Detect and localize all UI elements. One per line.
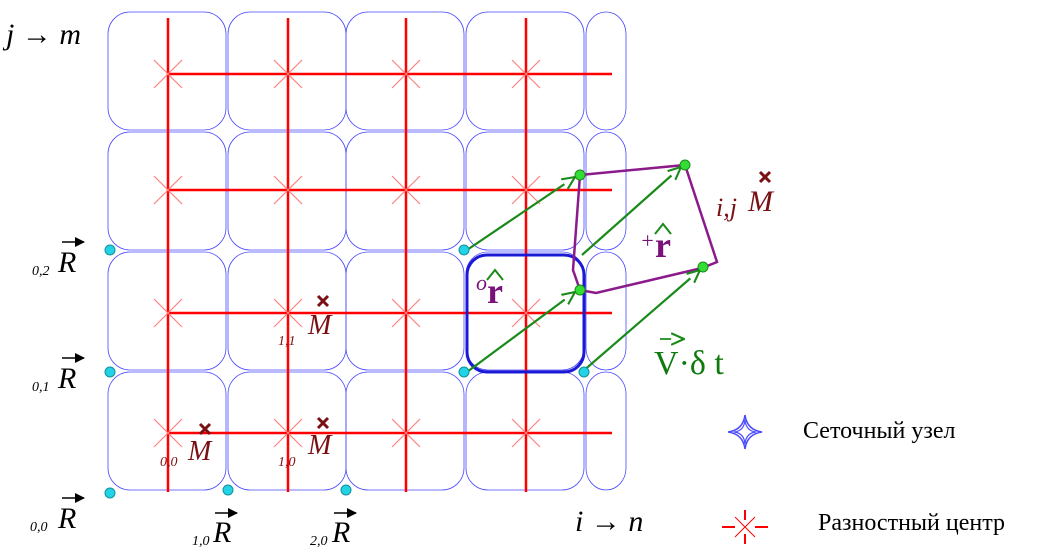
r-symbol-2-0: R [332, 516, 351, 549]
difference-center [273, 59, 303, 89]
grid-nodes [104, 244, 590, 499]
difference-center [273, 175, 303, 205]
velocity-symbol: V [654, 345, 679, 382]
r-subscript-0-0: 0,0 [30, 520, 48, 535]
highlighted-cell [465, 253, 586, 374]
difference-center-icon [722, 510, 768, 544]
r-old-prefix: o [476, 270, 487, 295]
difference-center [511, 418, 541, 448]
grid-node [104, 366, 116, 378]
grid-cells [107, 11, 627, 491]
hat [486, 268, 504, 281]
r-subscript-2-0: 2,0 [310, 534, 328, 549]
m-symbol-1-0: M [308, 430, 332, 461]
difference-center [391, 298, 421, 328]
legend-difference-center-label: Разностный центр [818, 510, 1005, 536]
difference-center [153, 175, 183, 205]
grid-node [104, 487, 116, 499]
r-overarrows [62, 237, 357, 518]
moved-point [574, 169, 586, 181]
difference-center [391, 418, 421, 448]
m-subscript-0-0: 0,0 [160, 455, 178, 470]
r-old-symbol: r [487, 271, 503, 311]
difference-center [153, 298, 183, 328]
grid-cell [585, 371, 627, 491]
vector-arrow [581, 167, 681, 256]
velocity-vectors [466, 167, 700, 373]
m-subscript-1-0: 1,0 [278, 455, 296, 470]
grid-cell [585, 11, 627, 131]
marker-x [316, 294, 330, 308]
r-new-symbol: r [655, 225, 671, 265]
moved-point [679, 159, 691, 171]
velocity-label: V·δ t [654, 345, 724, 383]
r-subscript-1-0: 1,0 [192, 534, 210, 549]
legend-grid-node-label: Сеточный узел [803, 418, 956, 444]
marker-crosses [198, 170, 772, 436]
marker-x [198, 422, 212, 436]
velocity-dt: ·δ t [678, 345, 724, 382]
moved-point [697, 261, 709, 273]
r-subscript-0-1: 0,1 [32, 380, 50, 395]
vector-arrow [466, 177, 575, 251]
moved-point [574, 284, 586, 296]
moved-points [574, 159, 709, 296]
r-symbol-0-2: R [58, 246, 77, 279]
grid-node [104, 244, 116, 256]
difference-center [511, 175, 541, 205]
difference-center [153, 59, 183, 89]
horizontal-axis-label: i → n [575, 505, 644, 538]
m-symbol-1-1: M [308, 310, 332, 341]
r-new-prefix: + [640, 228, 655, 253]
difference-center [273, 298, 303, 328]
r-hats [486, 222, 672, 281]
r-symbol-0-1: R [58, 362, 77, 395]
m-subscript-1-1: 1,1 [278, 334, 296, 349]
m-symbol-i-j: M [748, 185, 773, 218]
difference-centers [153, 59, 541, 448]
difference-center [153, 418, 183, 448]
marker-x [316, 416, 330, 430]
vertical-axis-label: j → m [6, 18, 81, 51]
r-symbol-0-0: R [58, 502, 77, 535]
grid-cell [585, 251, 627, 371]
r-symbol-1-0: R [213, 516, 232, 549]
vector-arrow [466, 292, 575, 373]
vector-arrow [581, 270, 700, 373]
difference-center [391, 59, 421, 89]
difference-center [273, 418, 303, 448]
grid-node [340, 484, 352, 496]
hat [654, 222, 672, 235]
grid-node [578, 366, 590, 378]
difference-center [391, 175, 421, 205]
difference-center [511, 59, 541, 89]
marker-x [758, 170, 772, 184]
m-symbol-0-0: M [188, 436, 212, 467]
m-subscript-i-j: i,j [716, 193, 737, 222]
grid-node [458, 244, 470, 256]
grid-node [458, 366, 470, 378]
r-subscript-0-2: 0,2 [32, 264, 50, 279]
difference-lines [166, 18, 612, 492]
grid-node-icon [727, 414, 763, 450]
deformed-cell [571, 163, 719, 295]
grid-node [222, 484, 234, 496]
